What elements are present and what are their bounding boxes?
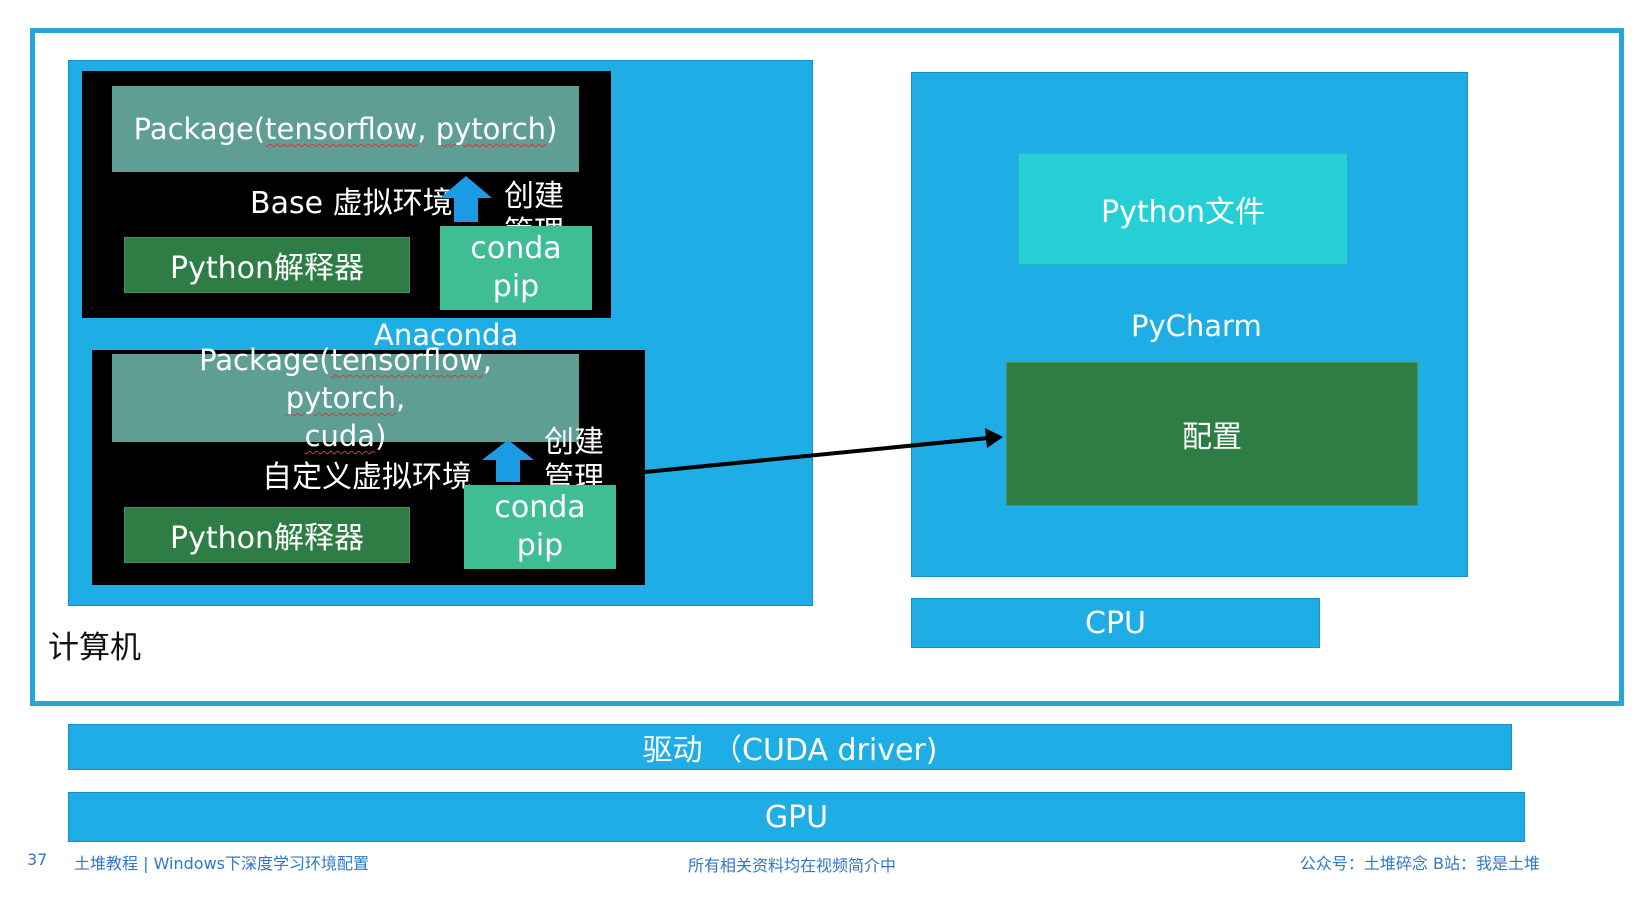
custom-pip-text: pip [516, 528, 564, 563]
base-package-box: Package(tensorflow, pytorch) [112, 86, 579, 172]
package-tensorflow: tensorflow [330, 343, 483, 377]
pycharm-label: PyCharm [1131, 309, 1262, 343]
package-comma: , [396, 381, 406, 415]
config-box: 配置 [1006, 362, 1418, 506]
package-prefix: Package( [133, 112, 266, 146]
page-number: 37 [27, 850, 48, 869]
custom-create-label: 创建 [544, 425, 604, 460]
python-file-box: Python文件 [1018, 153, 1348, 265]
base-interpreter-box: Python解释器 [124, 237, 410, 293]
footer-center-note: 所有相关资料均在视频简介中 [688, 856, 897, 875]
driver-bar: 驱动 （CUDA driver) [68, 724, 1512, 770]
gpu-bar: GPU [68, 792, 1525, 842]
cpu-bar: CPU [911, 598, 1320, 648]
base-conda-text: conda [470, 231, 562, 266]
base-pip-text: pip [492, 269, 540, 304]
custom-package-text: Package(tensorflow, pytorch, cuda) [136, 341, 556, 455]
package-sep: , [417, 112, 436, 146]
computer-label: 计算机 [48, 630, 141, 666]
package-suffix: ) [546, 112, 558, 146]
custom-interpreter-box: Python解释器 [124, 507, 410, 563]
package-tensorflow: tensorflow [265, 112, 418, 146]
custom-package-box: Package(tensorflow, pytorch, cuda) [112, 343, 579, 453]
custom-env-label: 自定义虚拟环境 [262, 460, 472, 495]
base-env-label: Base 虚拟环境 [250, 186, 453, 221]
package-sep: , [482, 343, 492, 377]
package-pytorch: pytorch [435, 112, 547, 146]
custom-conda-pip-box: conda pip [464, 485, 616, 569]
package-prefix: Package( [199, 343, 331, 377]
custom-conda-text: conda [494, 490, 586, 525]
package-pytorch: pytorch [285, 381, 397, 415]
up-arrow-icon [482, 440, 534, 482]
base-conda-pip-box: conda pip [440, 226, 592, 310]
footer-social: 公众号：土堆碎念 B站：我是土堆 [1299, 854, 1540, 873]
base-package-text: Package(tensorflow, pytorch) [134, 110, 558, 148]
computer-frame [30, 28, 1624, 706]
package-cuda: cuda [304, 419, 376, 453]
course-title: 土堆教程 | Windows下深度学习环境配置 [74, 854, 369, 873]
up-arrow-icon [440, 176, 492, 222]
base-create-label: 创建 [504, 179, 564, 214]
package-suffix: ) [375, 419, 387, 453]
anaconda-label: Anaconda [374, 318, 519, 352]
